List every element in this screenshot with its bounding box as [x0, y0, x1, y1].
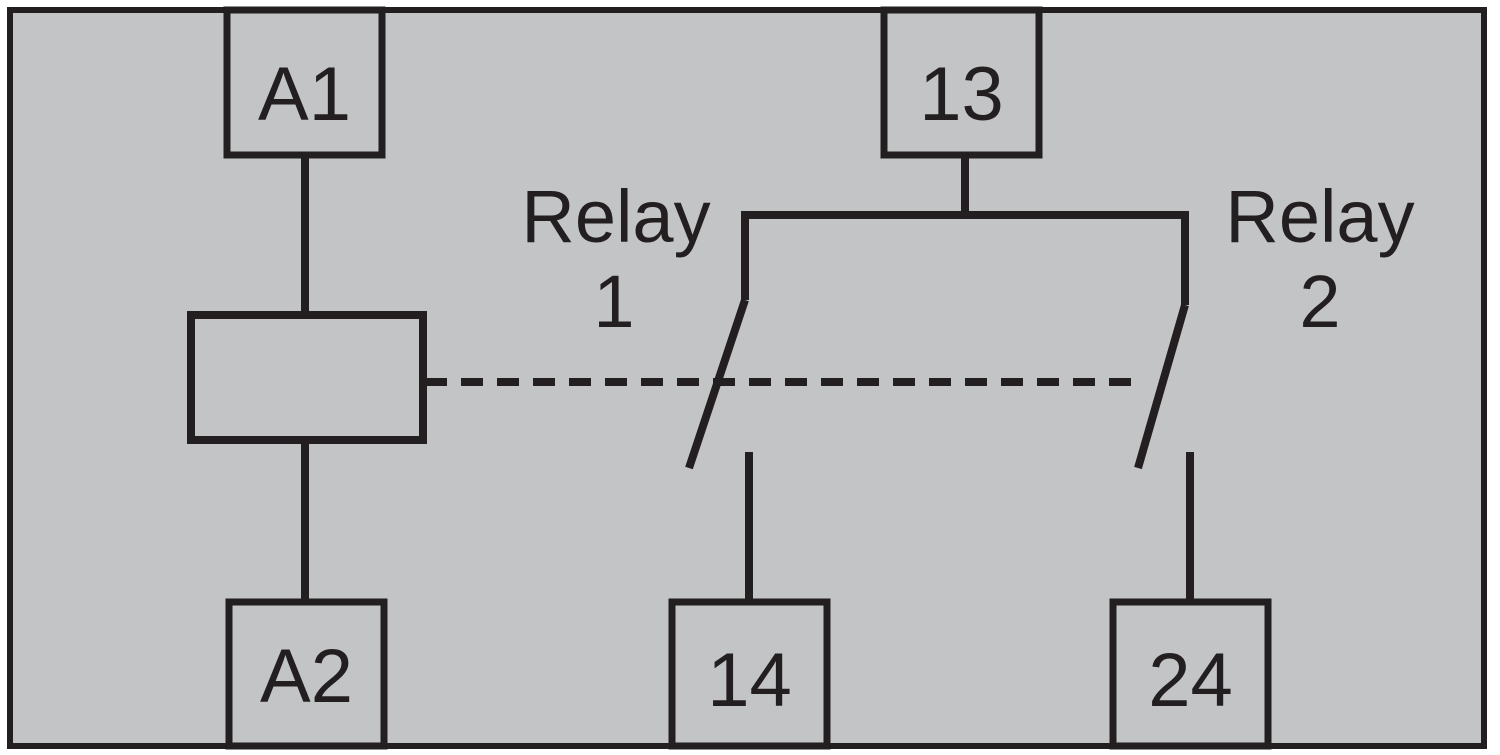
- relay1-switch-blade: [685, 298, 749, 470]
- terminal-a2: A2: [225, 598, 388, 750]
- terminal-24: 24: [1109, 598, 1272, 750]
- terminal-14-label: 14: [707, 638, 792, 723]
- common-bus: [741, 211, 1189, 305]
- terminal-13: 13: [880, 6, 1043, 159]
- terminal-13-label: 13: [919, 52, 1004, 137]
- terminal-a1-label: A1: [258, 52, 351, 137]
- relay-coil: [187, 311, 427, 444]
- relay2-label-line2: 2: [1299, 260, 1340, 343]
- terminal-14: 14: [668, 598, 831, 750]
- terminal-a2-label: A2: [260, 634, 353, 719]
- terminal-a1: A1: [223, 6, 386, 159]
- terminal-24-label: 24: [1148, 638, 1233, 723]
- relay2-label-line1: Relay: [1225, 175, 1414, 258]
- relay1-label-line1: Relay: [521, 175, 710, 258]
- relay2-switch-blade: [1134, 303, 1189, 470]
- relay1-label-line2: 1: [593, 260, 634, 343]
